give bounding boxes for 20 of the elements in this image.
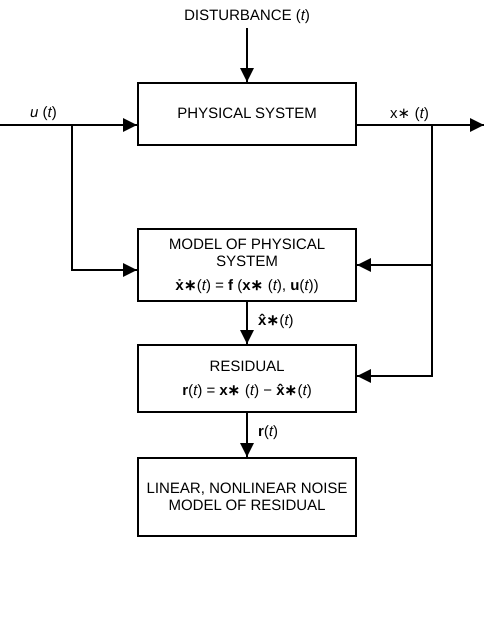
box-text: r(t) = x∗ (t) − x̂∗(t) <box>182 382 312 399</box>
process-box <box>137 457 357 537</box>
box-text: ẋ∗(t) = f (x∗ (t), u(t)) <box>175 276 319 294</box>
arrow <box>0 124 137 277</box>
arrow <box>240 413 254 457</box>
edge-label: r(t) <box>256 423 280 440</box>
arrow <box>357 124 433 383</box>
box-text: MODEL OF PHYSICAL SYSTEM <box>168 236 326 271</box>
arrow <box>240 28 254 82</box>
process-box <box>137 344 357 413</box>
edge-label: x∗ (t) <box>388 104 431 122</box>
process-box <box>137 82 357 146</box>
arrow <box>240 302 254 344</box>
box-text: RESIDUAL <box>209 358 285 376</box>
edge-label: u (t) <box>28 104 59 121</box>
box-text: PHYSICAL SYSTEM <box>177 105 317 123</box>
process-box <box>137 228 357 302</box>
disturbance-label: DISTURBANCE (t) <box>184 7 310 25</box>
box-text: LINEAR, NONLINEAR NOISE MODEL OF RESIDUAL <box>146 480 348 514</box>
edge-label: x̂∗(t) <box>256 311 296 329</box>
